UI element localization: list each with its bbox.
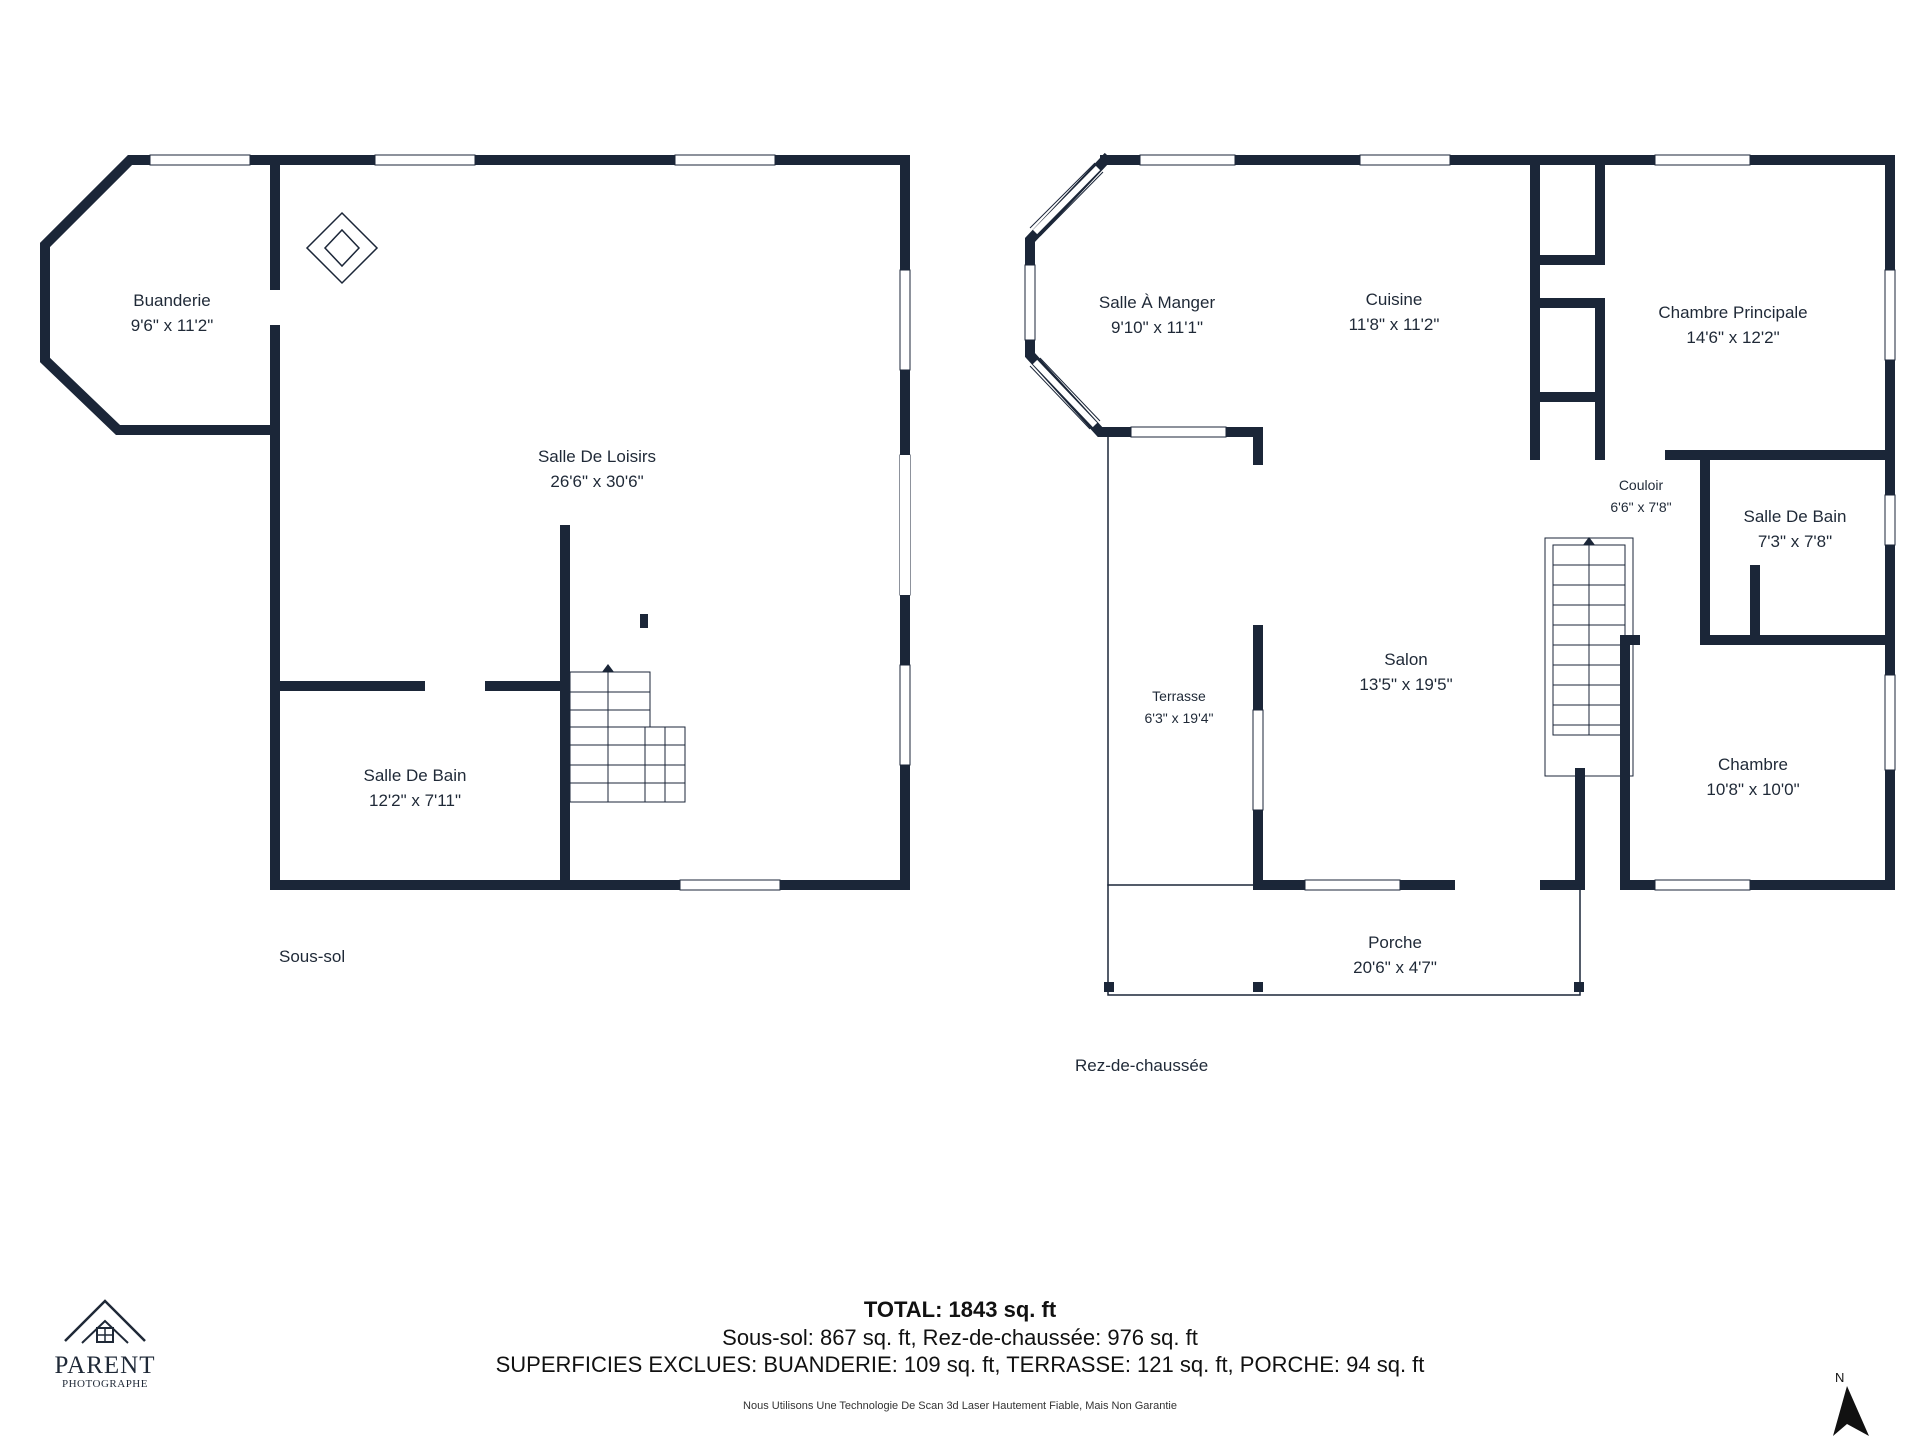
room-dims: 13'5" x 19'5" bbox=[1359, 675, 1452, 694]
logo-name: PARENT bbox=[54, 1352, 156, 1379]
room-dims: 11'8" x 11'2" bbox=[1349, 315, 1440, 334]
fireplace-icon bbox=[305, 211, 379, 285]
room-dims: 9'6" x 11'2" bbox=[131, 316, 214, 335]
room-name: Salle À Manger bbox=[1099, 293, 1216, 312]
diagonal-windows bbox=[1032, 165, 1101, 428]
house-logo-icon bbox=[64, 1299, 146, 1344]
compass-label: N bbox=[1835, 1370, 1845, 1385]
stairs-arrow-icon bbox=[602, 664, 614, 672]
room-name: Chambre Principale bbox=[1658, 303, 1807, 322]
partitions bbox=[560, 530, 648, 686]
door-openings bbox=[900, 455, 1695, 890]
room-name: Salle De Bain bbox=[363, 766, 466, 785]
disclaimer: Nous Utilisons Une Technologie De Scan 3… bbox=[743, 1400, 1177, 1412]
north-arrow-icon bbox=[1833, 1386, 1869, 1436]
room-name: Salon bbox=[1384, 650, 1427, 669]
windows bbox=[149, 154, 1896, 891]
room-name: Porche bbox=[1368, 933, 1422, 952]
room-dims: 6'6" x 7'8" bbox=[1610, 499, 1671, 515]
room-name: Couloir bbox=[1619, 477, 1664, 493]
room-dims: 26'6" x 30'6" bbox=[550, 472, 643, 491]
summary-floors: Sous-sol: 867 sq. ft, Rez-de-chaussée: 9… bbox=[722, 1325, 1198, 1350]
main-stairs bbox=[1544, 537, 1634, 777]
floor-plan: Buanderie 9'6" x 11'2" Salle De Loisirs … bbox=[40, 152, 1896, 1075]
basement-stairs bbox=[569, 671, 686, 803]
porch-posts bbox=[1104, 982, 1584, 992]
summary-excluded: SUPERFICIES EXCLUES: BUANDERIE: 109 sq. … bbox=[495, 1352, 1425, 1377]
room-dims: 20'6" x 4'7" bbox=[1353, 958, 1437, 977]
stairs-up-arrow-icon bbox=[1583, 537, 1595, 545]
room-dims: 6'3" x 19'4" bbox=[1145, 710, 1214, 726]
summary-total: TOTAL: 1843 sq. ft bbox=[863, 1297, 1057, 1322]
room-name: Salle De Loisirs bbox=[538, 447, 656, 466]
floor-label-rdc: Rez-de-chaussée bbox=[1075, 1056, 1208, 1075]
floor-label-sous-sol: Sous-sol bbox=[279, 947, 345, 966]
room-dims: 12'2" x 7'11" bbox=[369, 791, 461, 810]
room-name: Buanderie bbox=[133, 291, 211, 310]
room-name: Cuisine bbox=[1366, 290, 1423, 309]
room-dims: 10'8" x 10'0" bbox=[1706, 780, 1799, 799]
room-dims: 9'10" x 11'1" bbox=[1111, 318, 1203, 337]
room-dims: 7'3" x 7'8" bbox=[1758, 532, 1832, 551]
room-dims: 14'6" x 12'2" bbox=[1686, 328, 1779, 347]
room-labels: Buanderie 9'6" x 11'2" Salle De Loisirs … bbox=[131, 290, 1847, 977]
compass: N bbox=[1825, 1370, 1885, 1440]
room-name: Chambre bbox=[1718, 755, 1788, 774]
company-logo: PARENT PHOTOGRAPHE bbox=[40, 1295, 170, 1390]
logo-sub: PHOTOGRAPHE bbox=[62, 1378, 148, 1390]
sous-sol-walls bbox=[40, 155, 910, 890]
room-name: Terrasse bbox=[1152, 688, 1206, 704]
room-name: Salle De Bain bbox=[1743, 507, 1846, 526]
